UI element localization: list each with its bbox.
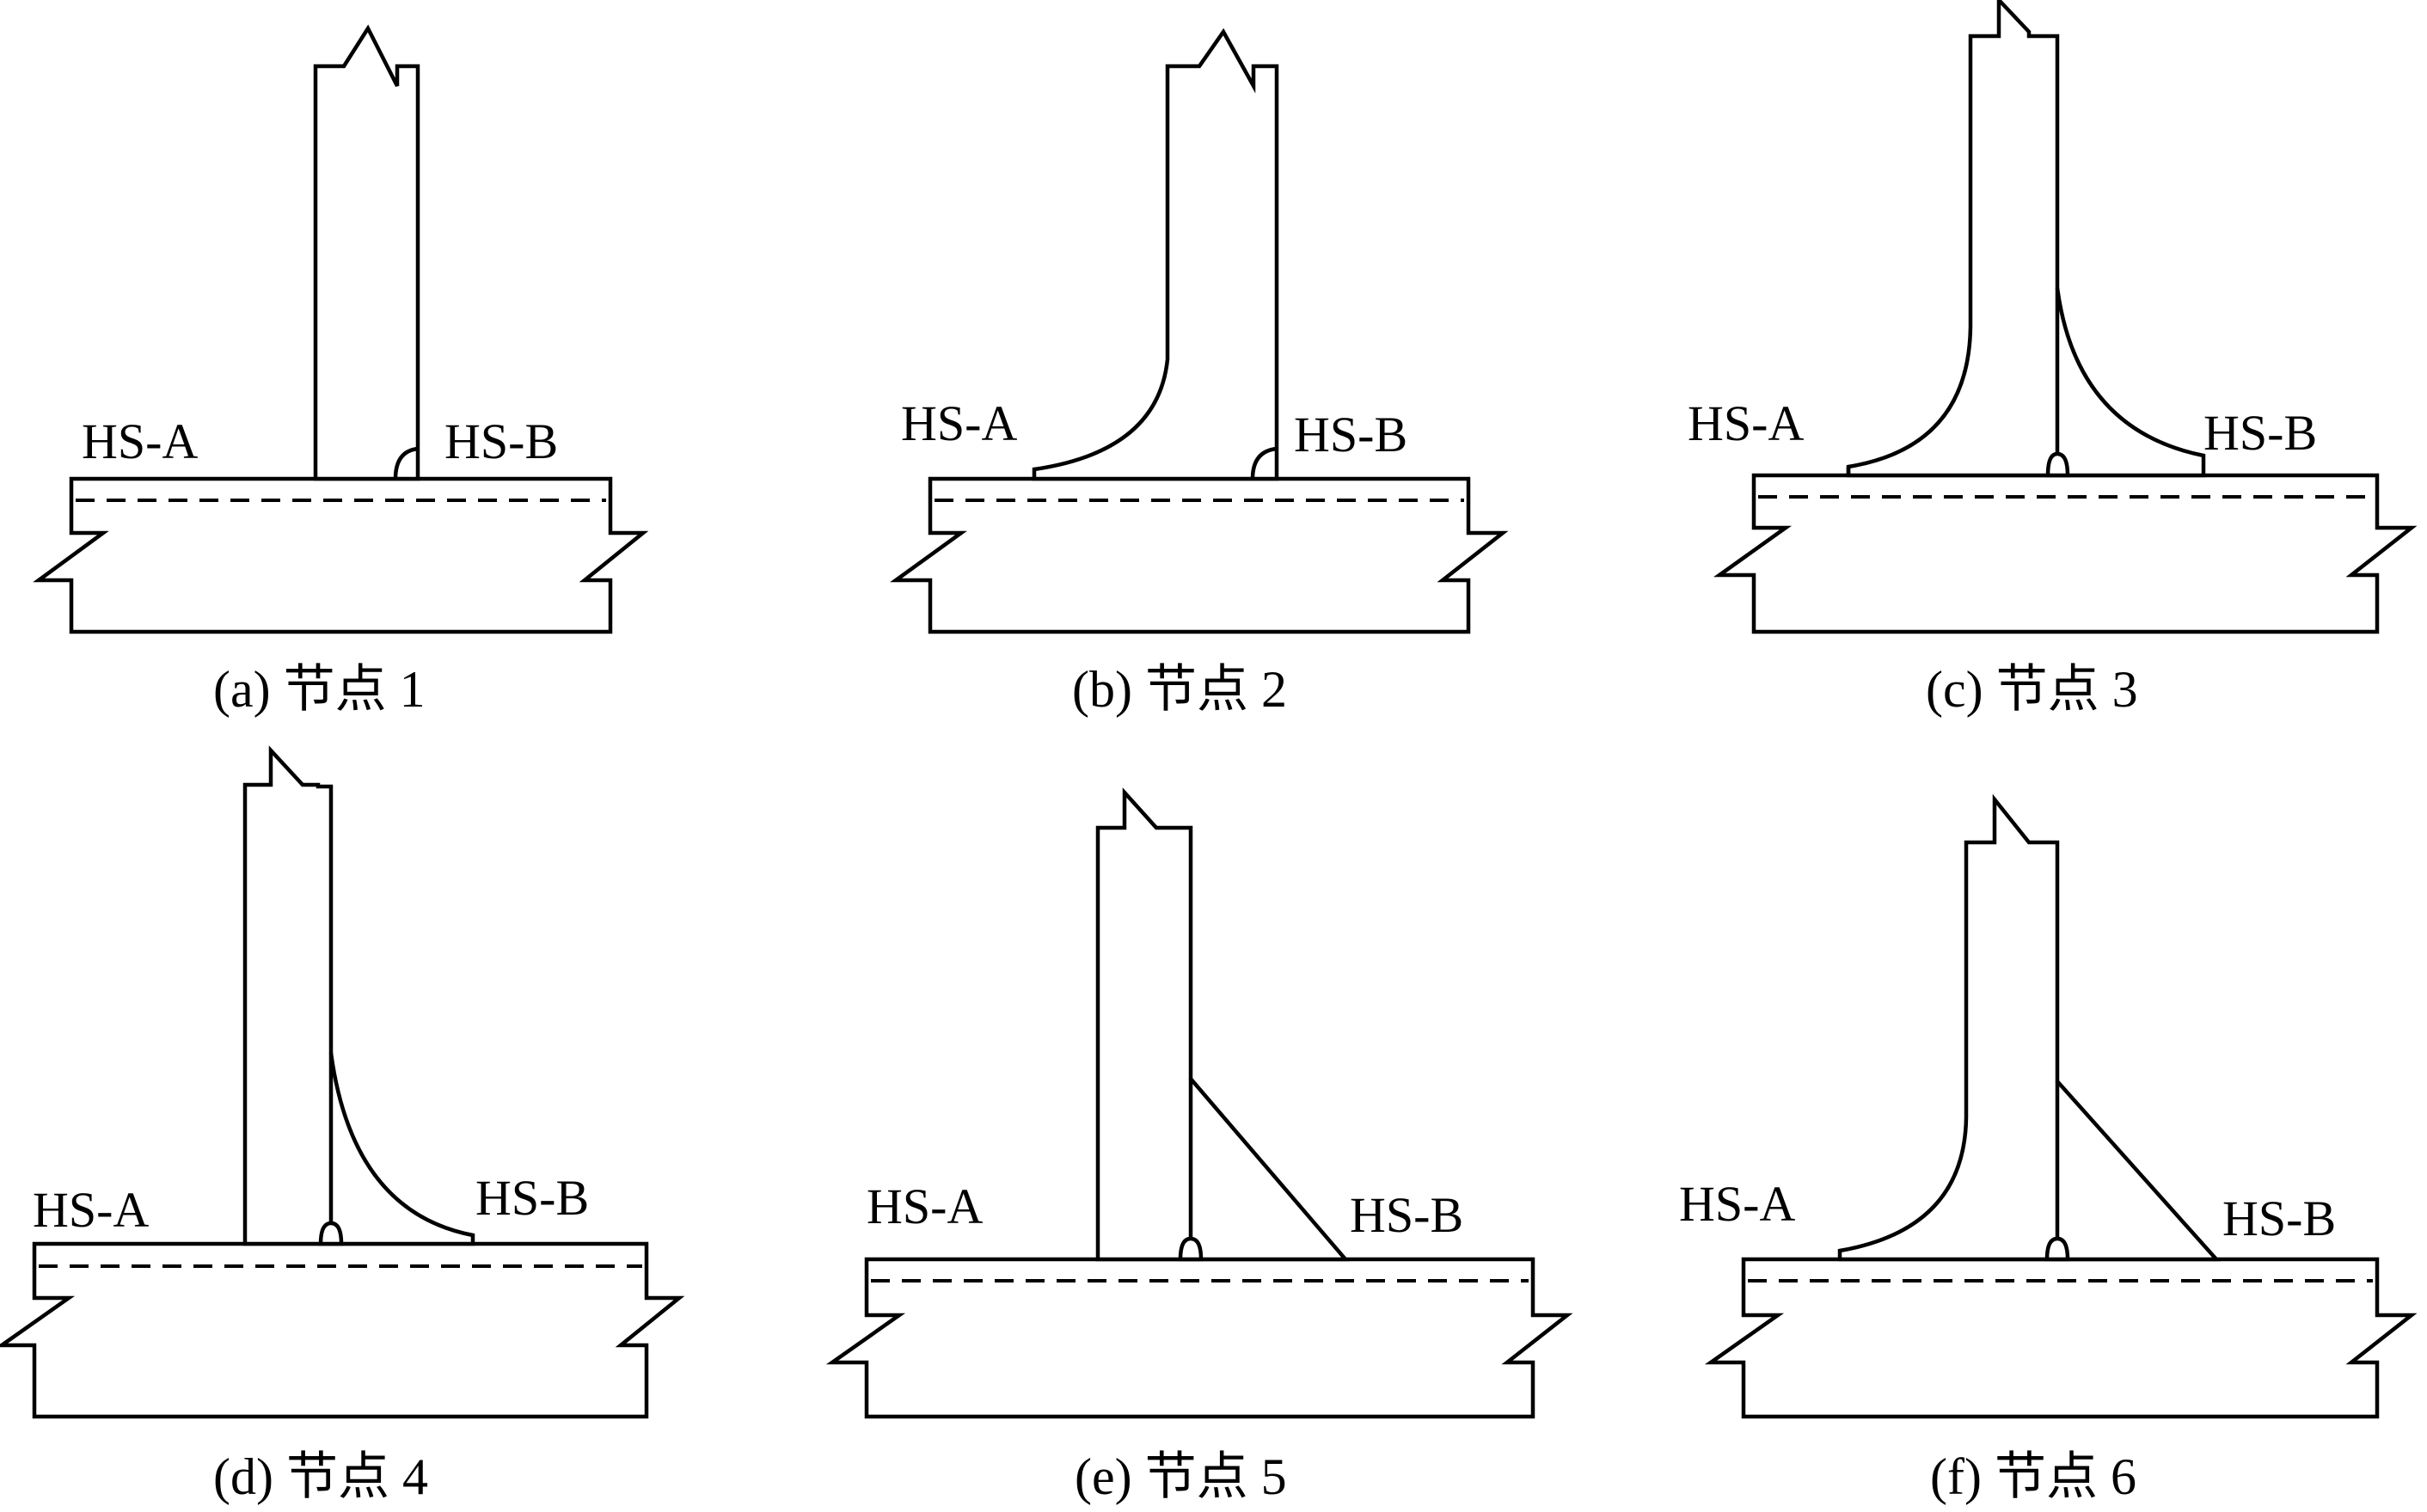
- vertical-attachment: [1095, 787, 1350, 1262]
- label-hs-b: HS-B: [2203, 405, 2317, 461]
- label-hs-b: HS-B: [1350, 1187, 1463, 1243]
- caption: (f) 节点 6: [1930, 1448, 2136, 1505]
- label-hs-b: HS-B: [444, 413, 558, 469]
- vertical-attachment: [242, 745, 475, 1246]
- panel-a: HS-A HS-B (a) 节点 1: [33, 24, 649, 718]
- root-bead: [318, 1221, 344, 1246]
- label-hs-b: HS-B: [1294, 407, 1407, 462]
- base-plate: [1704, 1257, 2418, 1419]
- panel-f: HS-A HS-B (f) 节点 6: [1679, 793, 2418, 1505]
- label-hs-a: HS-A: [82, 413, 198, 469]
- caption: (e) 节点 5: [1075, 1448, 1287, 1505]
- base-plate: [890, 476, 1509, 634]
- vertical-attachment: [1846, 0, 2206, 478]
- label-hs-a: HS-A: [867, 1178, 983, 1234]
- caption: (a) 节点 1: [213, 661, 426, 718]
- base-plate: [1713, 473, 2418, 634]
- panel-c: HS-A HS-B (c) 节点 3: [1688, 0, 2418, 718]
- label-hs-a: HS-A: [33, 1182, 149, 1238]
- label-hs-a: HS-A: [1688, 395, 1804, 451]
- panel-e: HS-A HS-B (e) 节点 5: [825, 787, 1573, 1505]
- base-plate: [825, 1257, 1573, 1419]
- base-plate: [33, 476, 649, 634]
- root-bead: [1178, 1236, 1204, 1262]
- root-bead: [2044, 1236, 2070, 1262]
- caption: (b) 节点 2: [1072, 661, 1287, 718]
- vertical-attachment: [1837, 793, 2222, 1262]
- weld-toe: [393, 446, 419, 480]
- panel-b: HS-A HS-B (b) 节点 2: [890, 28, 1509, 718]
- label-hs-b: HS-B: [475, 1170, 589, 1226]
- base-plate: [0, 1241, 685, 1419]
- label-hs-b: HS-B: [2222, 1191, 2336, 1246]
- label-hs-a: HS-A: [1679, 1176, 1795, 1232]
- vertical-attachment: [313, 24, 420, 481]
- weld-toe: [1250, 446, 1278, 480]
- label-hs-a: HS-A: [901, 395, 1017, 451]
- panel-d: HS-A HS-B (d) 节点 4: [0, 745, 685, 1505]
- caption: (d) 节点 4: [213, 1448, 428, 1505]
- caption: (c) 节点 3: [1926, 661, 2138, 718]
- root-bead: [2045, 451, 2070, 478]
- vertical-attachment: [1032, 28, 1279, 481]
